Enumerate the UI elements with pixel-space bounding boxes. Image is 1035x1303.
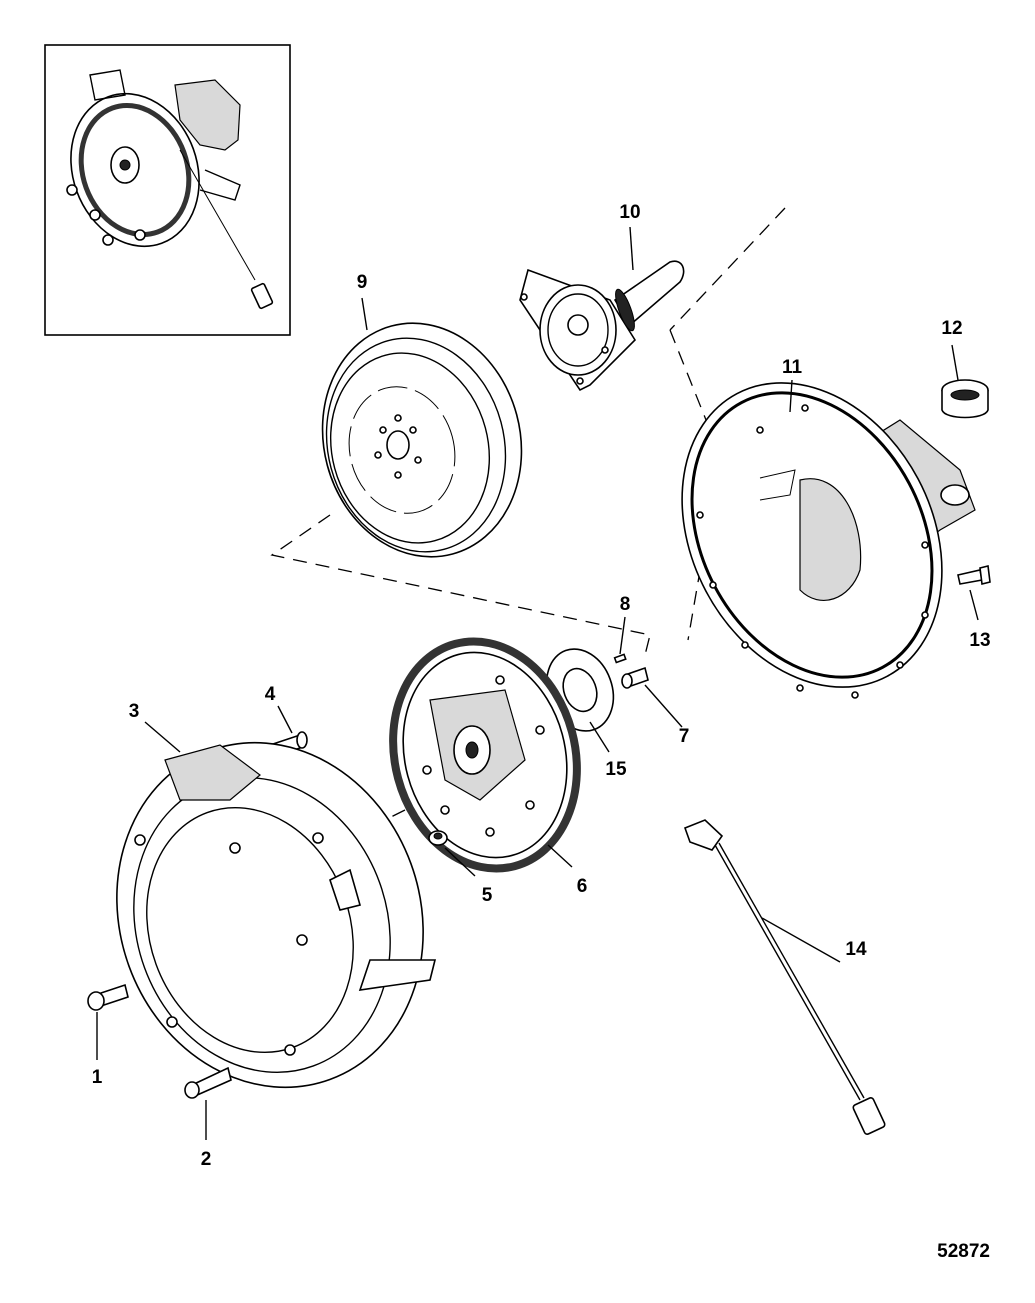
callout-1: 1 <box>92 1067 103 1088</box>
part-11-bell-housing <box>681 382 976 699</box>
callout-labels: 1 2 3 4 5 6 7 8 9 10 11 12 13 14 15 <box>92 202 991 1170</box>
callout-13: 13 <box>969 630 990 651</box>
callout-9: 9 <box>357 272 368 293</box>
part-14-sensor <box>683 819 886 1135</box>
figure-number: 52872 <box>937 1241 990 1262</box>
callout-6: 6 <box>577 876 588 897</box>
part-2-stud <box>184 1066 232 1099</box>
callout-14: 14 <box>845 939 867 960</box>
callout-7: 7 <box>679 726 690 747</box>
part-8-dowel-pin <box>613 653 627 664</box>
part-12-mount-bushing <box>941 379 989 419</box>
callout-10: 10 <box>619 202 640 223</box>
callout-8: 8 <box>620 594 631 615</box>
part-9-flywheel <box>321 322 523 558</box>
callout-12: 12 <box>941 318 962 339</box>
callout-11: 11 <box>782 357 803 378</box>
part-6-flexplate <box>389 637 581 873</box>
part-10-drive-adapter <box>519 260 685 392</box>
part-3-flywheel-housing <box>116 741 437 1089</box>
part-7-bolt <box>621 666 649 689</box>
callout-2: 2 <box>201 1149 212 1170</box>
callout-15: 15 <box>605 759 627 780</box>
callout-4: 4 <box>265 684 276 705</box>
inset-overview <box>44 44 291 336</box>
part-1-bolt <box>87 983 129 1011</box>
leader-lines <box>96 226 979 1140</box>
callout-5: 5 <box>482 885 493 906</box>
part-13-bolt <box>957 565 991 585</box>
part-5-bolt <box>428 830 448 846</box>
callout-3: 3 <box>129 701 140 722</box>
